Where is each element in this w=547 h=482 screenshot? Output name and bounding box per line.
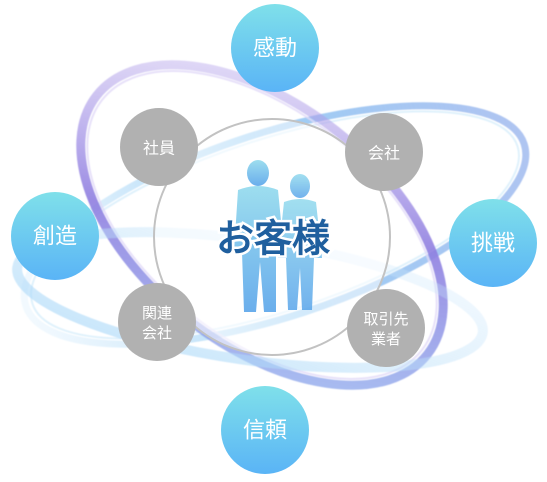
stakeholder-node-torihiki: 取引先 業者 [347,289,425,367]
value-label-chosen: 挑戦 [471,232,515,257]
stakeholder-label-kanren-line2: 会社 [142,324,172,342]
stakeholder-label-kaisha: 会社 [368,144,400,163]
stakeholder-node-kanren: 関連 会社 [118,283,196,361]
center-label: お客様 [216,216,331,261]
value-label-shinrai: 信頼 [243,419,287,444]
stakeholder-node-kaisha: 会社 [345,113,423,191]
stakeholder-label-torihiki-line1: 取引先 [363,310,408,328]
figure-man [234,160,284,312]
figure-woman [278,174,322,310]
stakeholder-label-kanren-line1: 関連 [142,304,172,322]
value-node-chosen: 挑戦 [449,199,537,287]
value-label-sozo: 創造 [33,225,77,250]
value-node-kando: 感動 [231,4,319,92]
stakeholder-label-torihiki-line2: 業者 [371,330,401,348]
stakeholder-label-shain: 社員 [143,139,175,158]
customer-figures [234,160,322,312]
stakeholder-node-shain: 社員 [120,108,198,186]
value-node-shinrai: 信頼 [221,386,309,474]
value-node-sozo: 創造 [11,192,99,280]
value-label-kando: 感動 [253,37,297,62]
